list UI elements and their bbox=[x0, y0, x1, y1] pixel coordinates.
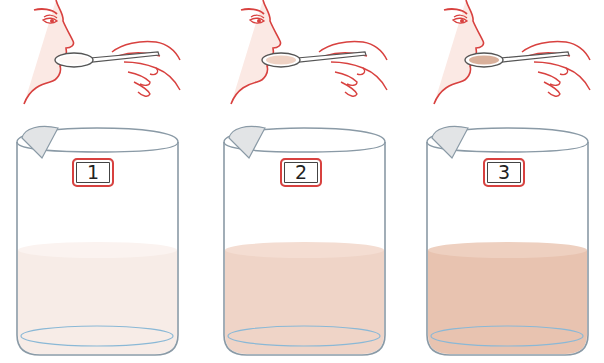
callout-number: 1 bbox=[87, 163, 99, 182]
beaker bbox=[17, 126, 178, 355]
taster-figure bbox=[434, 0, 590, 104]
beaker-label: 2 bbox=[280, 158, 322, 187]
beaker bbox=[224, 126, 385, 355]
taster-figure bbox=[231, 0, 387, 104]
callout-number: 2 bbox=[295, 163, 307, 182]
callout-number: 3 bbox=[498, 163, 510, 182]
beaker-label: 3 bbox=[483, 158, 525, 187]
taster-figure bbox=[24, 0, 180, 104]
beaker-label: 1 bbox=[72, 158, 114, 187]
beaker bbox=[427, 126, 588, 355]
